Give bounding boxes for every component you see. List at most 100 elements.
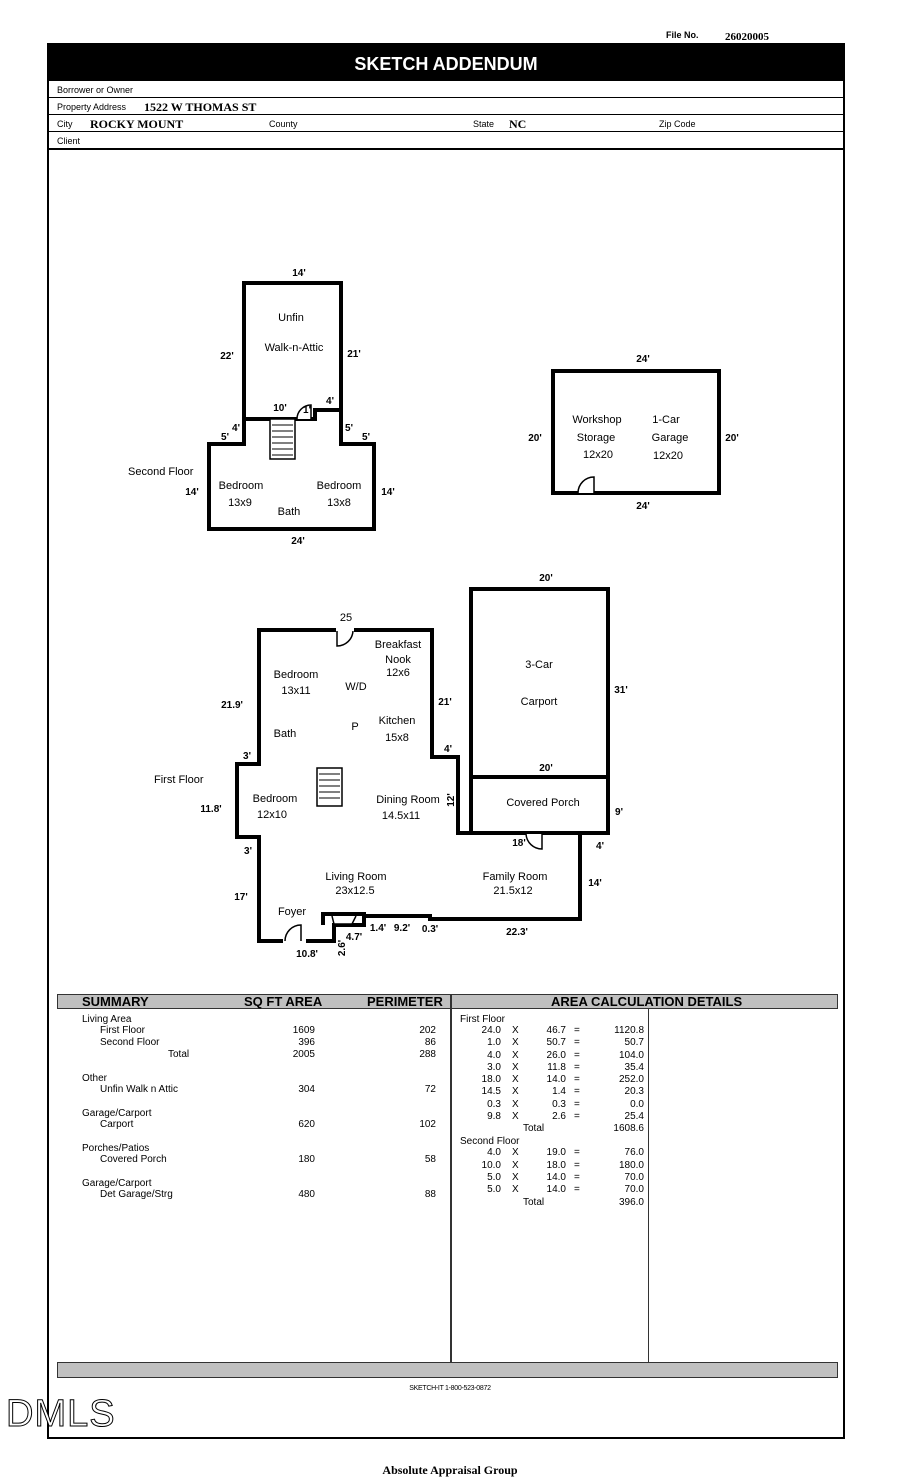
svg-text:11.8': 11.8' [200, 804, 221, 815]
svg-text:4': 4' [596, 841, 604, 852]
summary-group-label: Garage/Carport [82, 1108, 152, 1119]
company-name: Absolute Appraisal Group [382, 1463, 518, 1477]
city-value: ROCKY MOUNT [90, 117, 184, 131]
svg-text:Garage: Garage [652, 432, 689, 444]
client-label: Client [57, 136, 81, 146]
svg-text:22': 22' [220, 351, 234, 362]
svg-text:Unfin: Unfin [278, 312, 304, 324]
svg-text:2.6': 2.6' [337, 940, 348, 956]
svg-text:1-Car: 1-Car [652, 414, 680, 426]
svg-text:20': 20' [539, 573, 553, 584]
second-floor-stairs-icon [269, 418, 296, 460]
svg-text:Covered Porch: Covered Porch [506, 797, 579, 809]
svg-text:10.8': 10.8' [296, 949, 318, 960]
perimeter-col-header: PERIMETER [367, 994, 443, 1009]
state-value: NC [509, 117, 527, 131]
mls-watermark: DMLS [6, 1393, 116, 1436]
svg-text:5': 5' [362, 432, 370, 443]
area-section-label: Second Floor [460, 1136, 520, 1148]
area-details-header: AREA CALCULATION DETAILS [551, 994, 743, 1009]
svg-text:13x8: 13x8 [327, 497, 351, 509]
svg-text:9': 9' [615, 807, 623, 818]
area-col-header: SQ FT AREA [244, 994, 323, 1009]
svg-text:4': 4' [232, 423, 240, 434]
svg-text:20': 20' [725, 433, 739, 444]
borrower-label: Borrower or Owner [57, 85, 134, 95]
svg-text:P: P [351, 721, 358, 733]
address-label: Property Address [57, 102, 127, 112]
detached-garage-outline [551, 369, 721, 495]
svg-text:Storage: Storage [577, 432, 616, 444]
file-number: 26020005 [725, 31, 769, 43]
svg-text:4': 4' [444, 744, 452, 755]
column-divider-right [648, 1009, 649, 1378]
svg-text:W/D: W/D [345, 681, 366, 693]
svg-text:20': 20' [528, 433, 542, 444]
svg-text:25: 25 [340, 612, 352, 624]
column-divider [450, 994, 452, 1378]
attic-door-icon [296, 404, 312, 420]
summary-group-label: Other [82, 1073, 108, 1084]
svg-text:Family Room: Family Room [483, 871, 548, 883]
county-label: County [269, 119, 298, 129]
svg-text:21': 21' [438, 697, 452, 708]
svg-text:3': 3' [244, 846, 252, 857]
svg-text:21.9': 21.9' [221, 700, 243, 711]
sketchit-credit: SKETCH-IT 1-800-523-0872 [409, 1385, 491, 1392]
svg-text:23x12.5: 23x12.5 [335, 885, 374, 897]
svg-text:First Floor: First Floor [154, 774, 204, 786]
client-row: Client [49, 132, 843, 149]
svg-text:Bath: Bath [278, 506, 301, 518]
svg-text:18': 18' [512, 838, 526, 849]
svg-text:21.5x12: 21.5x12 [493, 885, 532, 897]
svg-text:22.3': 22.3' [506, 927, 528, 938]
svg-text:31': 31' [614, 685, 628, 696]
svg-text:14': 14' [588, 878, 602, 889]
summary-group-label: Garage/Carport [82, 1178, 152, 1189]
address-value: 1522 W THOMAS ST [144, 100, 257, 114]
svg-text:14': 14' [292, 268, 306, 279]
header-divider [49, 148, 843, 150]
svg-text:9.2': 9.2' [394, 923, 410, 934]
front-door-icon [284, 924, 302, 942]
svg-text:12x6: 12x6 [386, 667, 410, 679]
address-row: Property Address 1522 W THOMAS ST [49, 98, 843, 115]
svg-text:0.3': 0.3' [422, 924, 438, 935]
summary-col-header: SUMMARY [82, 994, 149, 1009]
zip-label: Zip Code [659, 119, 696, 129]
svg-text:14': 14' [185, 487, 199, 498]
svg-text:15x8: 15x8 [385, 732, 409, 744]
svg-text:Second Floor: Second Floor [128, 466, 194, 478]
file-number-label: File No. [666, 30, 699, 40]
svg-text:Breakfast: Breakfast [375, 639, 421, 651]
svg-text:Bath: Bath [274, 728, 297, 740]
garage-door-icon [577, 476, 595, 494]
city-row: City ROCKY MOUNT County State NC Zip Cod… [49, 115, 843, 132]
svg-text:12x10: 12x10 [257, 809, 287, 821]
svg-text:Workshop: Workshop [572, 414, 621, 426]
svg-text:20': 20' [539, 763, 553, 774]
svg-text:21': 21' [347, 349, 361, 360]
svg-text:1.4': 1.4' [370, 923, 386, 934]
svg-text:Bedroom: Bedroom [274, 669, 319, 681]
svg-text:13x11: 13x11 [281, 685, 310, 697]
